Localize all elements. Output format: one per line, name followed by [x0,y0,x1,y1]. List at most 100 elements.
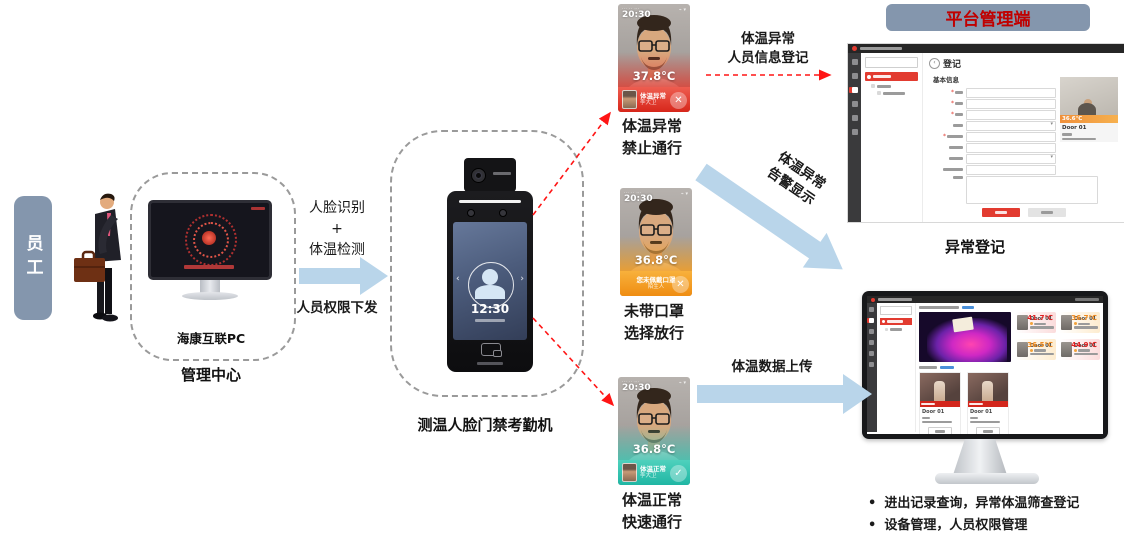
form-input[interactable] [966,164,1056,175]
upload-arrow-label: 体温数据上传 [731,359,813,375]
registration-ui-screenshot: ‹ 登记 基本信息 * * * * 36.6℃ Door 01 [848,44,1124,222]
snapshot-photo [968,373,1008,407]
home-icon[interactable] [869,307,875,312]
temp-card[interactable]: Door 01 36.7℃ [1059,312,1100,333]
capture-photo: 36.6℃ [1060,77,1118,123]
temperature-cards: Door 01 41.7℃ Door 01 36.7℃ [1015,312,1100,362]
snapshot-door: Door 01 [922,409,945,415]
deny-icon: ✕ [672,276,689,293]
result-banner: 您未佩戴口罩 陌生人 [620,271,692,296]
form-input[interactable] [966,131,1056,142]
form-section-title: 基本信息 [933,76,959,84]
form-title: 登记 [943,60,962,70]
face-thumb [1017,341,1028,357]
register-icon[interactable] [851,87,858,93]
tree-selected-group[interactable] [879,318,912,325]
register-caption: 异常登记 [944,238,1005,256]
device-icon[interactable] [869,340,875,345]
device-tree-panel [877,303,916,432]
result-banner: 体温正常 李大卫 [618,460,690,485]
home-icon[interactable] [851,59,858,65]
form-select[interactable] [966,153,1056,164]
snapshot-cards: Door 01 Door 01 [919,372,1100,434]
form-input[interactable] [966,98,1056,109]
device-box [390,130,584,397]
platform-header: 平台管理端 [886,4,1090,31]
employee-tag: 员工 [14,196,52,320]
pass-icon: ✓ [670,465,687,482]
record-icon[interactable] [851,101,858,107]
report-icon[interactable] [851,115,858,121]
employee-label: 员工 [22,234,43,282]
nav-sidebar [848,53,861,222]
platform-monitor-screen: Door 01 41.7℃ Door 01 36.7℃ [867,296,1103,434]
flow-label-bottom: 人员权限下发 [296,300,378,316]
temp-card[interactable]: Door 01 44.9℃ [1059,338,1100,360]
capture-temp: 36.6℃ [1062,116,1083,122]
terminal-clock: 12:30 [470,302,510,317]
phone-time: 20:30 [622,10,651,20]
alarm-arrow-label: 体温异常告警显示 [764,148,829,209]
window-titlebar [848,44,1124,53]
screen-arrow-left-icon: ‹ [456,273,460,284]
remark-textarea[interactable] [966,176,1098,204]
nav-sidebar [867,303,877,432]
snapshot-card[interactable]: Door 01 [967,372,1009,434]
temp-card[interactable]: Door 01 36.5℃ [1015,338,1056,360]
snapshot-action-button[interactable] [976,427,1000,434]
confirm-button[interactable] [981,208,1020,217]
businessman-figure [74,193,121,322]
capture-photo-card: 36.6℃ Door 01 [1060,77,1118,142]
person-icon[interactable] [869,351,875,356]
snapshot-card[interactable]: Door 01 [919,372,961,434]
snapshot-action-button[interactable] [928,427,952,434]
terminal-screen: ‹ › 12:30 [453,222,527,340]
management-center-caption: 管理中心 [180,366,241,384]
snapshot-door: Door 01 [970,409,993,415]
face-thumb [1061,315,1072,330]
monitor-icon[interactable] [851,73,858,79]
settings-icon[interactable] [869,362,875,367]
pc-label: 海康互联PC [176,331,246,346]
management-center-box [130,172,296,361]
temp-card[interactable]: Door 01 41.7℃ [1015,312,1056,333]
form-input[interactable] [966,142,1056,153]
avatar [622,90,637,109]
temp-value: 36.7℃ [1071,314,1097,322]
list-item: 进出记录查询，异常体温筛查登记 [856,493,1120,515]
face-thumb [1017,315,1028,330]
result-banner: 体温异常 李大卫 [618,87,690,112]
window-titlebar [867,296,1103,303]
record-icon[interactable] [869,329,875,334]
phone-time: 20:30 [622,383,651,393]
phone-time: 20:30 [624,194,653,204]
registration-form: ‹ 登记 基本信息 * * * * 36.6℃ Door 01 [923,53,1124,222]
access-terminal: ‹ › 12:30 [447,191,533,372]
pc-monitor-neck [200,280,220,293]
pc-monitor-screen [151,203,269,277]
cancel-button[interactable] [1027,208,1066,217]
monitoring-panel: Door 01 41.7℃ Door 01 36.7℃ [916,303,1103,434]
camera-lens-icon [471,168,486,183]
tree-search-input[interactable] [879,306,912,315]
back-icon[interactable]: ‹ [929,58,940,69]
app-logo-icon [852,46,857,51]
thermal-image [919,312,1011,362]
pc-monitor [148,200,272,280]
phone-temp: 37.8°C [632,69,676,83]
tree-search-input[interactable] [865,57,918,68]
device-caption: 测温人脸门禁考勤机 [417,416,553,434]
monitor-neck [953,439,1007,475]
blue-arrow-permission [299,257,388,295]
form-input[interactable] [966,109,1056,120]
form-input[interactable] [966,87,1056,98]
platform-monitor: Door 01 41.7℃ Door 01 36.7℃ [862,291,1108,439]
phone-caption-normal: 体温正常快速通行 [622,491,683,531]
form-select[interactable] [966,120,1056,131]
tree-selected-group[interactable] [865,72,918,81]
monitor-icon[interactable] [869,318,875,323]
phone-caption-nomask: 未带口罩选择放行 [624,302,685,342]
pc-monitor-base [182,292,238,300]
avatar [622,463,637,482]
settings-icon[interactable] [851,129,858,135]
